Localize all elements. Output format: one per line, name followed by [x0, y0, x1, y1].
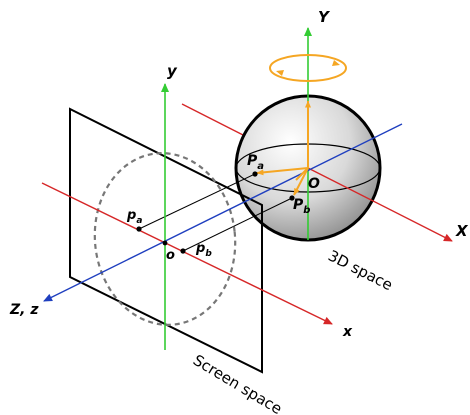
label-pb: pb: [195, 241, 212, 259]
label-Pb: Pb: [293, 197, 310, 216]
origin-screen: [162, 240, 168, 246]
label-Pa: Pa: [247, 153, 264, 172]
x-axis-screen: [41, 182, 333, 325]
rotation-arrow-icon: [269, 54, 347, 82]
projection-line-a: [138, 173, 256, 230]
point-pb: [180, 248, 186, 254]
rotation-arrowhead-left: [276, 70, 284, 76]
label-3d-space: 3D space: [325, 247, 395, 295]
screen-plane: [69, 107, 263, 374]
projection-line-b: [182, 197, 293, 252]
label-Zz: Z, z: [9, 302, 39, 318]
rotation-arrowhead-right: [332, 60, 340, 66]
x-axis-3d: [307, 167, 453, 242]
label-Y: Y: [318, 8, 331, 26]
label-y: y: [167, 62, 178, 80]
screen-projected-circle: [93, 152, 237, 326]
label-pa: pa: [126, 208, 142, 226]
label-X: X: [455, 222, 469, 240]
vector-small: [295, 167, 309, 181]
vector-Pa: [256, 167, 309, 176]
point-pa: [136, 226, 142, 232]
label-x: x: [342, 324, 353, 340]
label-o: o: [166, 248, 175, 263]
z-axis: [43, 123, 403, 302]
vector-Pb: [293, 167, 309, 196]
label-O: O: [308, 176, 320, 192]
point-Pb: [289, 195, 295, 201]
point-Pa: [252, 171, 258, 177]
